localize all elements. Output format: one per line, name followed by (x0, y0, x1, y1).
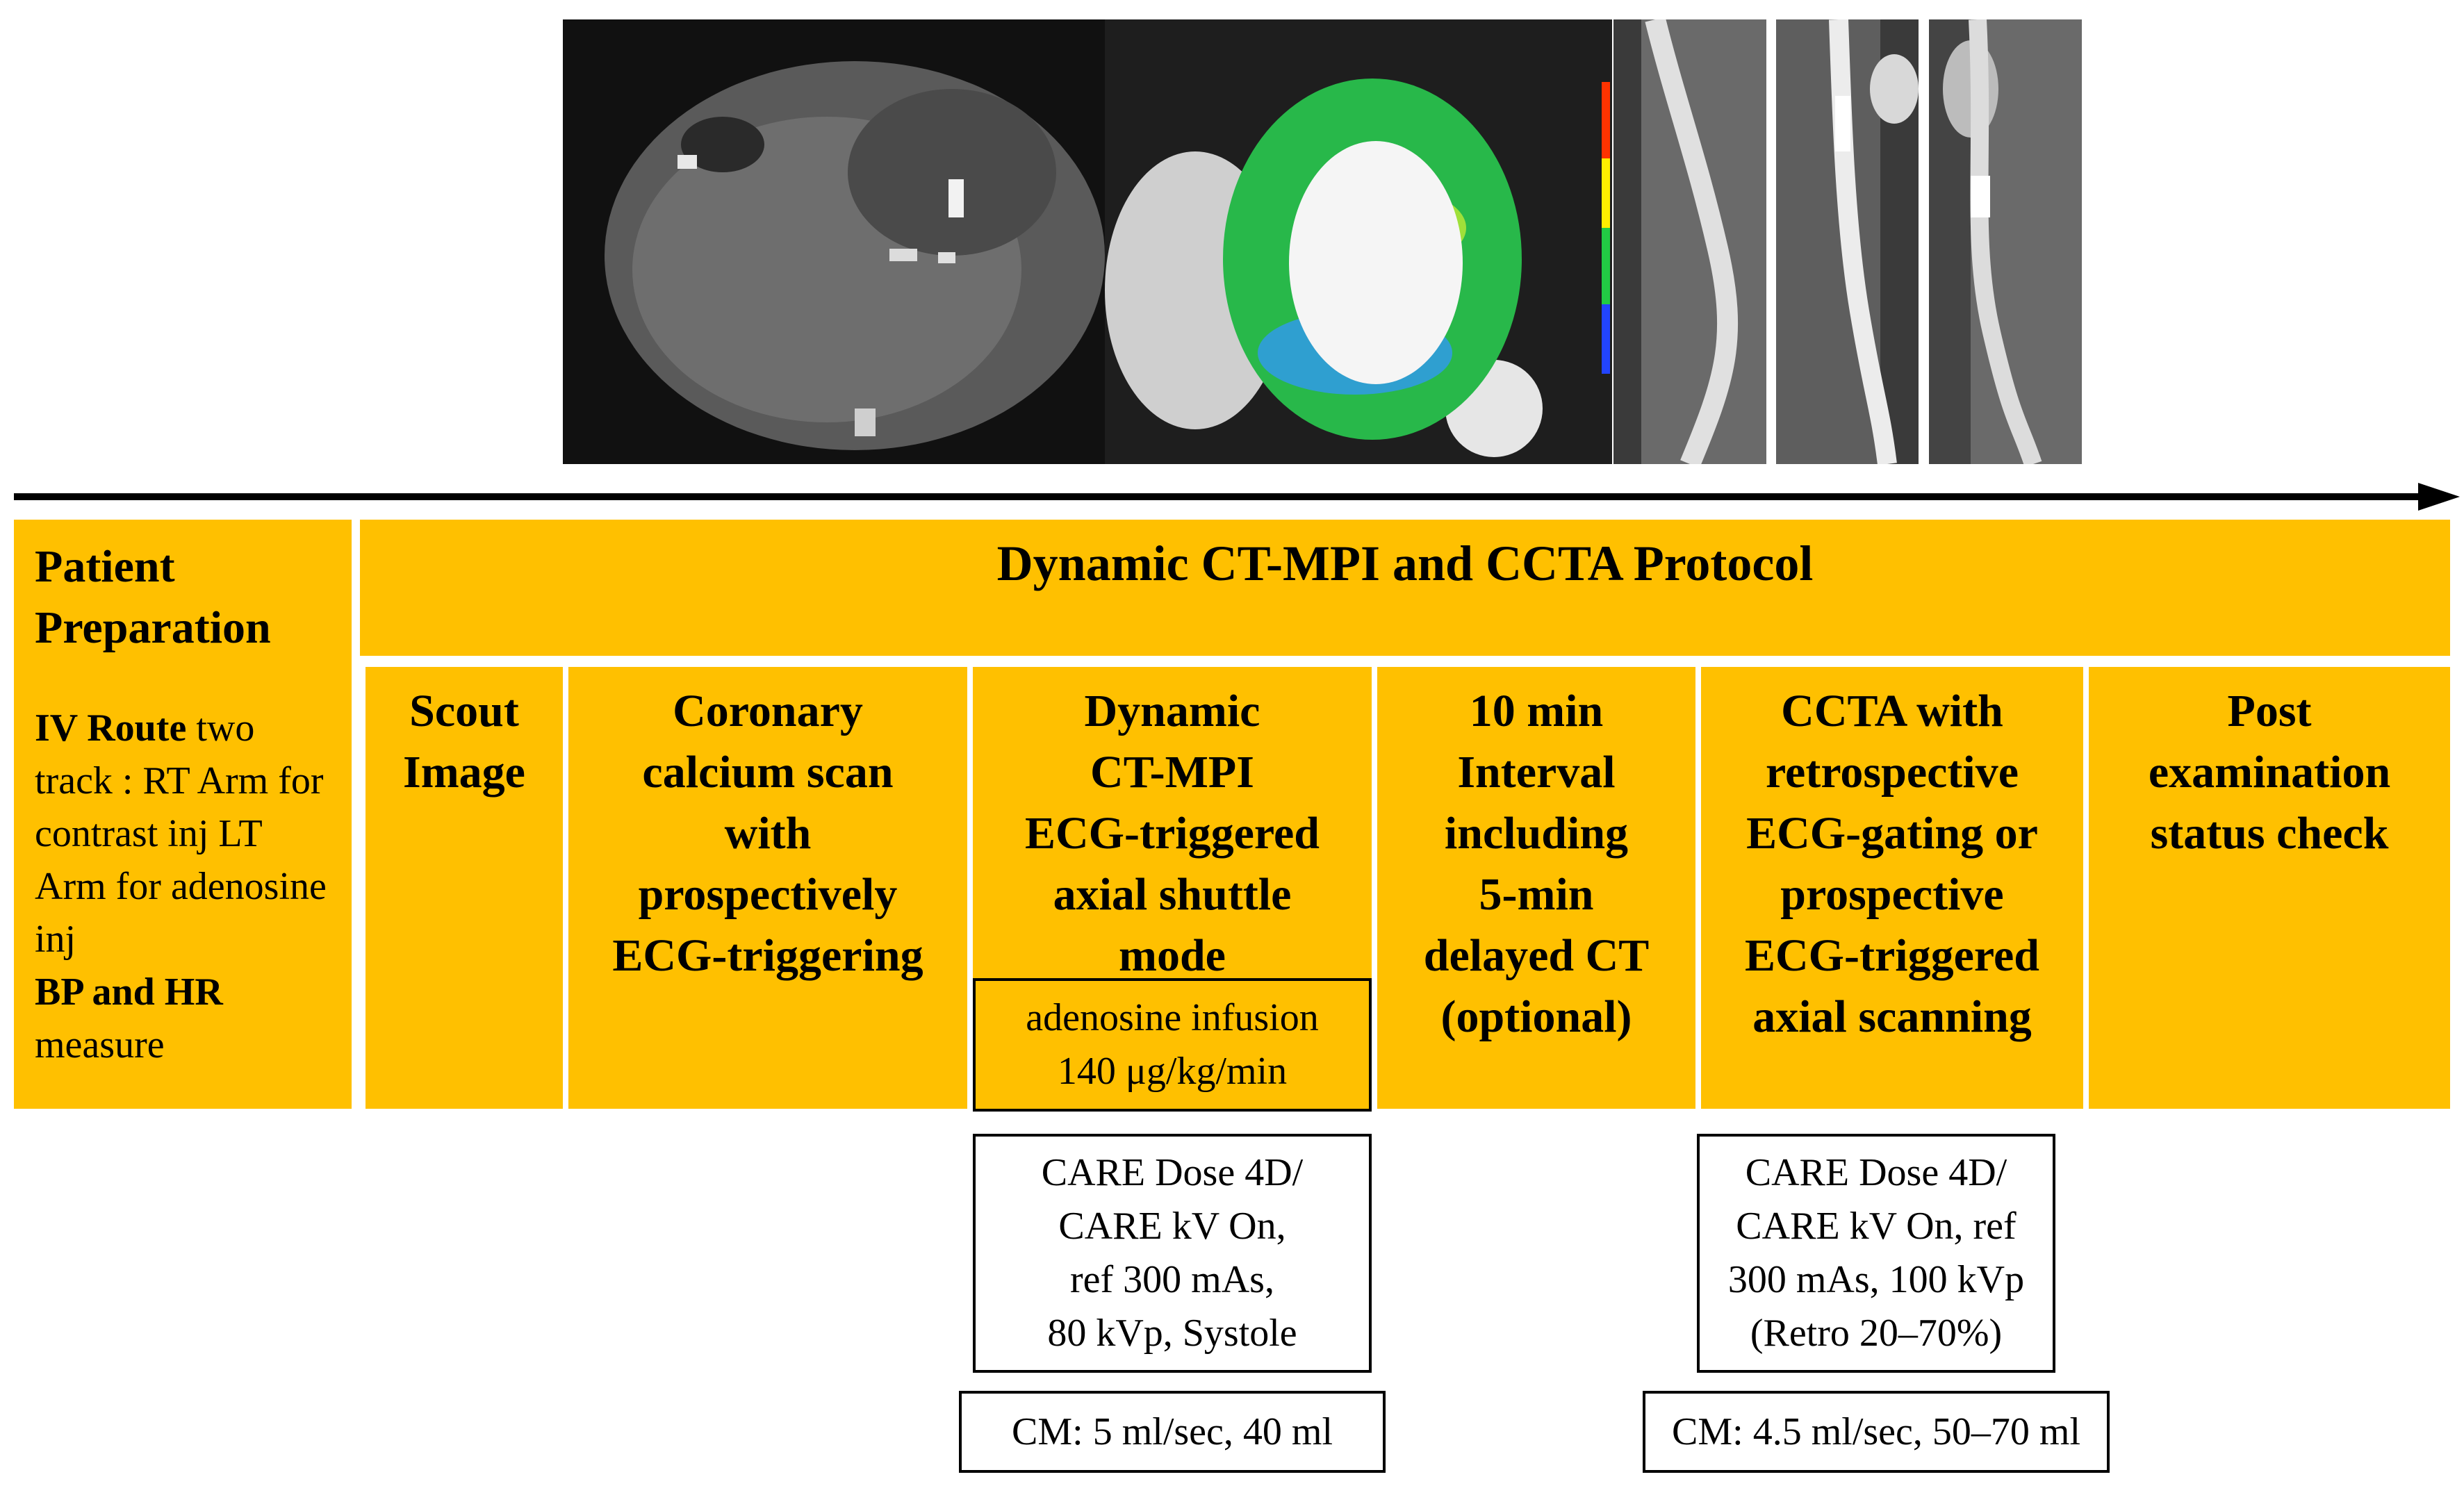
step-post-examination-check: Post examination status check (2089, 667, 2450, 1109)
patient-preparation-details: IV Route two track : RT Arm for contrast… (35, 702, 352, 1071)
step-interval-delayed-ct: 10 min Interval including 5-min delayed … (1377, 667, 1695, 1109)
coronary-curve-graphic-3 (1929, 19, 2082, 464)
step-dynamic-ct-mpi-label: Dynamic CT-MPI ECG-triggered axial shutt… (1024, 686, 1320, 981)
coronary-artery-curved-image-3 (1929, 19, 2082, 464)
coronary-curve-graphic-1 (1613, 19, 1766, 464)
patient-preparation-panel: Patient Preparation IV Route two track :… (14, 520, 352, 1109)
bp-hr-text: measure (35, 1023, 165, 1066)
ccta-dose-parameters-box: CARE Dose 4D/ CARE kV On, ref 300 mAs, 1… (1697, 1134, 2055, 1373)
coronary-curve-graphic-2 (1776, 19, 1919, 464)
step-scout-image: Scout Image (366, 667, 563, 1109)
perfusion-map-graphic (1105, 19, 1612, 464)
ccta-contrast-box: CM: 4.5 ml/sec, 50–70 ml (1643, 1391, 2110, 1473)
protocol-title: Dynamic CT-MPI and CCTA Protocol (996, 536, 1814, 591)
protocol-header: Dynamic CT-MPI and CCTA Protocol (360, 520, 2450, 656)
perfusion-map-ct-image (1105, 19, 1612, 464)
calcium-scan-graphic (563, 19, 1105, 464)
timeline-arrow (14, 483, 2460, 511)
mpi-contrast-box: CM: 5 ml/sec, 40 ml (959, 1391, 1386, 1473)
step-coronary-calcium-scan: Coronary calcium scan with prospectively… (568, 667, 967, 1109)
mpi-dose-parameters-box: CARE Dose 4D/ CARE kV On, ref 300 mAs, 8… (973, 1134, 1372, 1373)
image-strip (0, 0, 2464, 472)
iv-route-label: IV Route (35, 707, 187, 750)
coronary-artery-curved-image-2 (1776, 19, 1919, 464)
bp-hr-label: BP and HR (35, 971, 223, 1014)
iv-route-text: two track : RT Arm for contrast inj LT A… (35, 707, 327, 961)
calcium-scan-ct-image (563, 19, 1105, 464)
coronary-artery-curved-image-1 (1613, 19, 1766, 464)
adenosine-infusion-box: adenosine infusion 140 μg/kg/min (973, 978, 1372, 1112)
step-ccta-scanning: CCTA with retrospective ECG-gating or pr… (1701, 667, 2083, 1109)
patient-preparation-title: Patient Preparation (35, 541, 271, 653)
step-dynamic-ct-mpi: Dynamic CT-MPI ECG-triggered axial shutt… (973, 667, 1372, 1112)
